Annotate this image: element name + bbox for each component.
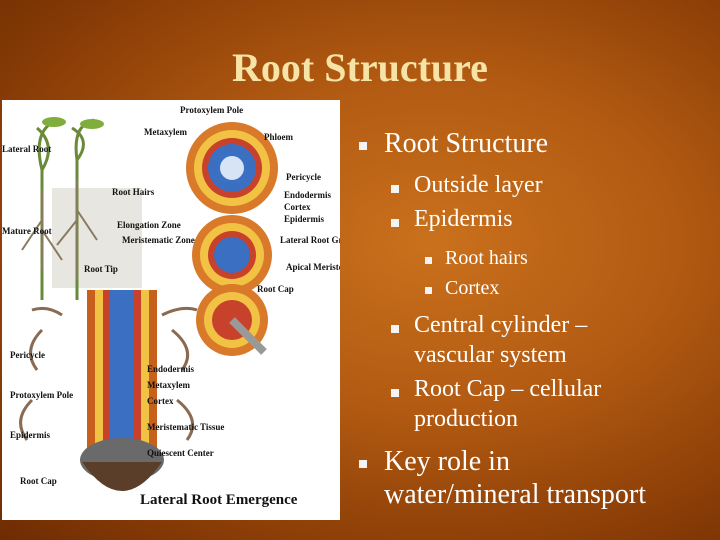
bullet-marker xyxy=(359,460,367,468)
cross-section-3 xyxy=(196,284,268,356)
bullet-text-continuation: vascular system xyxy=(414,342,567,368)
bullet-text-continuation: water/mineral transport xyxy=(384,479,647,510)
cross-section-2 xyxy=(192,215,272,295)
bullet-text: Outside layer xyxy=(414,172,543,198)
figure-caption: Lateral Root Emergence xyxy=(140,492,298,508)
label-root-cap-bottom: Root Cap xyxy=(20,476,57,486)
label-epidermis-bottom: Epidermis xyxy=(10,430,51,440)
bullet-text: Key role in xyxy=(384,446,510,477)
label-protoxylem-pole-bottom: Protoxylem Pole xyxy=(10,390,73,400)
bullet-text: Root Structure xyxy=(384,128,549,159)
bullet-text: Epidermis xyxy=(414,206,513,232)
leaf xyxy=(80,119,104,129)
label-meristematic-tissue: Meristematic Tissue xyxy=(147,422,224,432)
label-endodermis-bottom: Endodermis xyxy=(147,364,195,374)
bullet-text: Root Cap – cellular xyxy=(414,376,602,402)
bullet-marker xyxy=(425,287,432,294)
label-cortex: Cortex xyxy=(284,202,311,212)
label-metaxylem: Metaxylem xyxy=(144,127,187,137)
bullet-marker xyxy=(391,219,399,227)
bullet-marker xyxy=(391,185,399,193)
slide-title: Root Structure xyxy=(232,45,488,90)
leaf xyxy=(42,117,66,127)
bullet-text: Cortex xyxy=(445,277,500,299)
bullet-marker xyxy=(391,389,399,397)
label-pericycle-bottom: Pericycle xyxy=(10,350,45,360)
roots xyxy=(21,180,98,280)
bullet-marker xyxy=(425,257,432,264)
label-phloem: Phloem xyxy=(264,132,293,142)
label-endodermis: Endodermis xyxy=(284,190,332,200)
label-quiescent-center: Quiescent Center xyxy=(147,448,214,458)
label-root-hairs: Root Hairs xyxy=(112,187,155,197)
label-metaxylem-bottom: Metaxylem xyxy=(147,380,190,390)
label-mature-root: Mature Root xyxy=(2,226,52,236)
label-root-tip: Root Tip xyxy=(84,264,118,274)
bullet-text: Root hairs xyxy=(445,247,528,269)
label-lateral-root-growth: Lateral Root Growth xyxy=(280,235,340,245)
label-elongation-zone: Elongation Zone xyxy=(117,220,181,230)
bullet-marker xyxy=(391,325,399,333)
label-cortex-bottom: Cortex xyxy=(147,396,174,406)
bullet-text-continuation: production xyxy=(414,406,518,432)
label-apical-meristem: Apical Meristem xyxy=(286,262,340,272)
soil-block xyxy=(52,188,142,288)
diagram-svg: Protoxylem Pole Metaxylem Phloem Lateral… xyxy=(2,105,340,508)
cross-section-1 xyxy=(186,122,278,214)
label-epidermis: Epidermis xyxy=(284,214,325,224)
label-root-cap: Root Cap xyxy=(257,284,294,294)
label-meristematic-zone: Meristematic Zone xyxy=(122,235,195,245)
label-pericycle: Pericycle xyxy=(286,172,321,182)
root-structure-diagram: Protoxylem Pole Metaxylem Phloem Lateral… xyxy=(2,100,340,520)
label-lateral-root: Lateral Root xyxy=(2,144,51,154)
longitudinal-section xyxy=(19,290,198,491)
bullet-marker xyxy=(359,142,367,150)
label-protoxylem-pole: Protoxylem Pole xyxy=(180,105,243,115)
bullet-text: Central cylinder – xyxy=(414,312,588,338)
